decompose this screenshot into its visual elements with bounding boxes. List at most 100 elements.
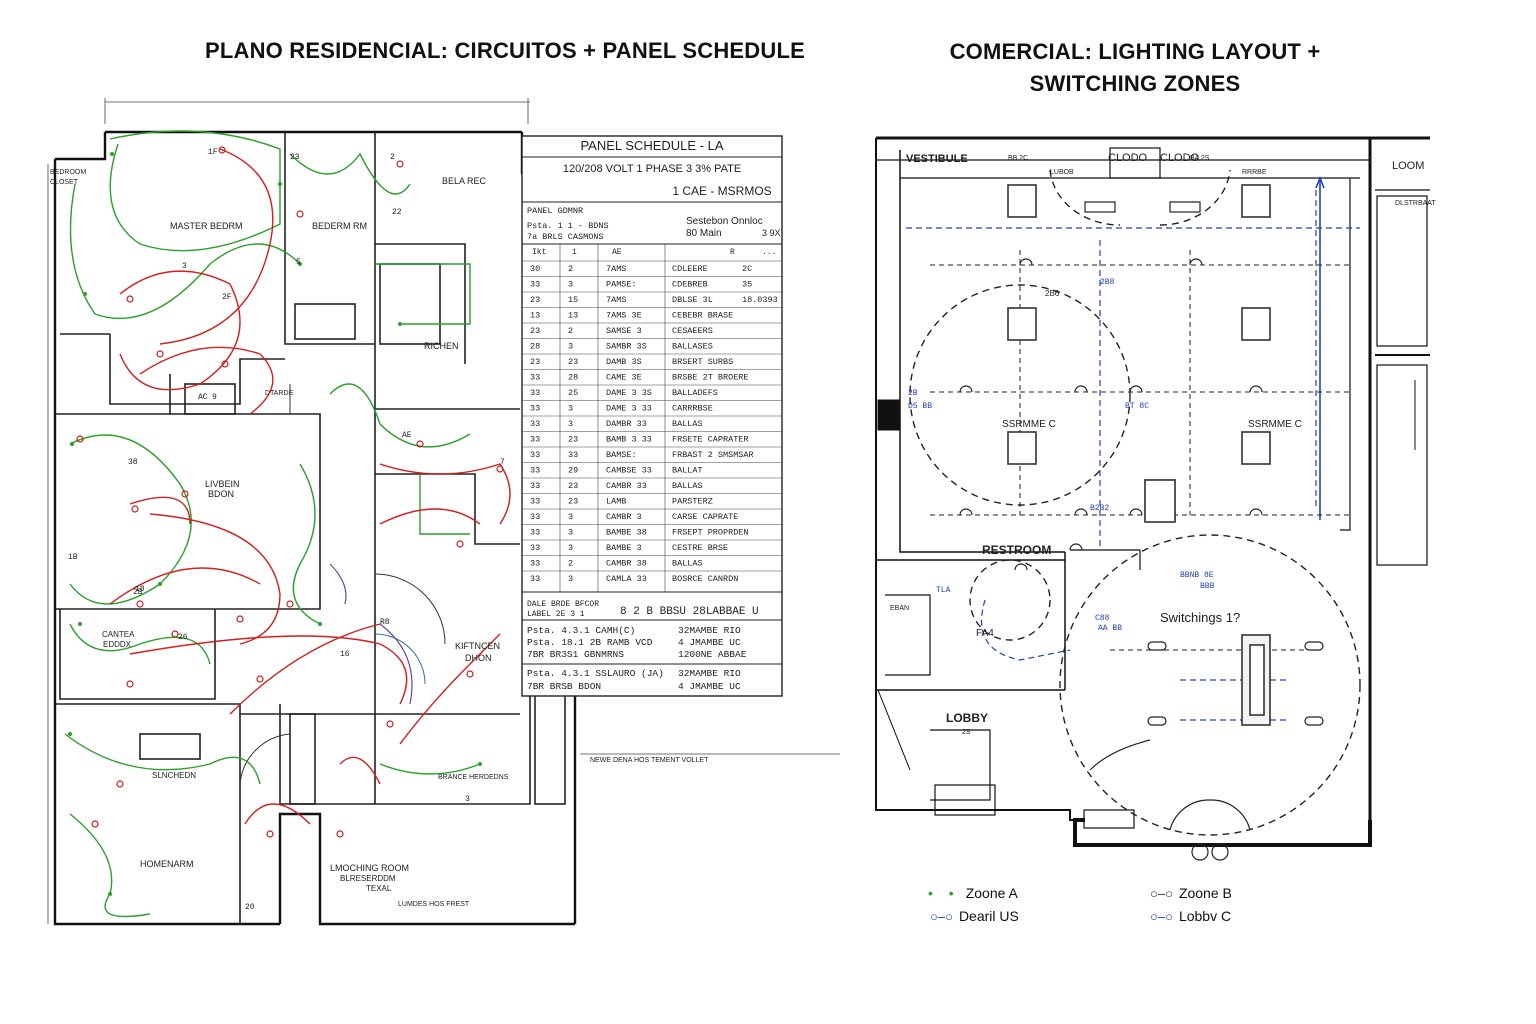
panel-header-cell: AE — [612, 248, 622, 257]
panel-foot-right: 4 JMAMBE UC — [678, 637, 741, 648]
switch-symbols — [68, 152, 482, 896]
panel-cell: 15 — [568, 295, 578, 305]
panel-cell: 23 — [568, 357, 578, 367]
panel-cell: 33 — [530, 574, 540, 584]
panel-cell: 33 — [530, 450, 540, 460]
panel-cell: 3 — [568, 512, 573, 522]
panel-cell: 3 — [568, 404, 573, 414]
panel-cell: BALLAS — [672, 419, 703, 429]
room-small-bath: SLNCHEDN — [152, 771, 196, 780]
red-circuits — [109, 148, 511, 825]
panel-foot-left: 7BR BRSB BDON — [527, 681, 601, 692]
panel-cell: FRBAST 2 SMSMSAR — [672, 450, 754, 460]
blue-zone-lines — [906, 190, 1360, 721]
panel-cell: CAMBR 3 — [606, 512, 642, 522]
panel-header-cell: R — [730, 248, 735, 257]
panel-cell: BAMSE: — [606, 450, 637, 460]
circuit-mark: TLA — [936, 586, 951, 595]
panel-cell: 7AMS — [606, 264, 626, 274]
dimension-note: NEWE DENA HOS TEMENT VOLLET — [590, 757, 709, 764]
light-fixtures — [1007, 184, 1271, 726]
panel-cell: PARSTERZ — [672, 497, 713, 507]
exterior-walls — [53, 130, 577, 926]
panel-info-right-2: 80 Main — [686, 228, 722, 239]
panel-cell: 28 — [568, 373, 578, 383]
legend-lobby-c-label: Lobbv C — [1178, 908, 1232, 924]
lobby-c-link-icon: ○–○ — [1150, 908, 1173, 924]
label-2b6: 2B6 — [1045, 289, 1060, 298]
panel-cell: FRSEPT PROPRDEN — [672, 528, 749, 538]
room-kitchen-2: KIFTNCEN — [455, 641, 500, 651]
panel-cell: PAMSE: — [606, 280, 637, 290]
panel-cell: DAME 3 33 — [606, 404, 652, 414]
residential-title: PLANO RESIDENCIAL: CIRCUITOS + PANEL SCH… — [204, 38, 805, 63]
panel-header-cell: 1 — [572, 248, 577, 257]
panel-foot-left: Psta. 18.1 2B RAMB VCD — [527, 637, 653, 648]
circuit-tag: 20 — [245, 903, 255, 912]
panel-cell: 23 — [530, 357, 540, 367]
panel-cell: 2 — [568, 559, 573, 569]
panel-cell: CARRRBSE — [672, 404, 713, 414]
top-note-2: RRRBE — [1242, 169, 1267, 176]
room-living-sub: BDON — [208, 489, 234, 499]
linear-fixtures — [1084, 201, 1324, 726]
dashed-grid — [930, 250, 1350, 651]
panel-cell: 3 — [568, 419, 573, 429]
circuit-tag: 2 — [390, 153, 395, 162]
legend-zone-a: • • Zoone A — [928, 885, 1018, 901]
door-swings — [239, 384, 446, 785]
room-dining-sub: EDDDX — [103, 640, 132, 649]
panel-cell: BALLADEFS — [672, 388, 718, 398]
panel-cell: 3 — [568, 280, 573, 290]
panel-rating: 1 CAE - MSRMOS — [672, 184, 771, 198]
panel-cell: BALLAT — [672, 466, 703, 476]
circuit-tag: 22 — [392, 208, 402, 217]
room-bedroom: BEDERM RM — [312, 221, 367, 231]
panel-cell: 33 — [530, 543, 540, 553]
panel-cell: DBLSE 3L — [672, 295, 713, 305]
switching-label: Switchings 1? — [1160, 610, 1240, 625]
legend-zone-b: ○–○ Zoone B — [1150, 885, 1232, 901]
panel-cell: 28 — [530, 342, 540, 352]
accent-circuits — [329, 563, 413, 705]
panel-subtitle: 120/208 VOLT 1 PHASE 3 3% PATE — [563, 163, 741, 175]
circuit-tag: 23 — [290, 153, 300, 162]
panel-foot-right: 4 JMAMBE UC — [678, 681, 741, 692]
circuit-tag: 5 — [296, 258, 301, 267]
panel-foot-left: Psta. 4.3.1 SSLAURO (JA) — [527, 668, 664, 679]
panel-info-left-2: Psta. 1 1 - BDNS — [527, 221, 609, 231]
panel-cell: DAME 3 3S — [606, 388, 652, 398]
circuit-mark: B2B2 — [1090, 504, 1109, 513]
panel-schedule: PANEL SCHEDULE - LA 120/208 VOLT 1 PHASE… — [521, 135, 783, 697]
panel-cell: CDEBREB — [672, 280, 708, 290]
panel-cell: CARSE CAPRATE — [672, 512, 738, 522]
commercial-title-line1: COMERCIAL: LIGHTING LAYOUT + — [949, 39, 1321, 64]
right-note: DLSTRBAAT — [1395, 200, 1436, 207]
commercial-title: COMERCIAL: LIGHTING LAYOUT + SWITCHING Z… — [890, 36, 1380, 100]
panel-cell: 7AMS — [606, 295, 626, 305]
blue-feeder — [1315, 175, 1325, 520]
panel-cell: 33 — [530, 497, 540, 507]
circuit-tag: 18 — [135, 585, 145, 594]
panel-cell: 23 — [530, 295, 540, 305]
panel-cell: BALLAS — [672, 481, 703, 491]
zone-c-left: SSRMME C — [1002, 419, 1056, 430]
room-master-bedroom: MASTER BEDRM — [170, 221, 243, 231]
room-kitchen: RICHEN — [424, 341, 459, 351]
residential-plan: MASTER BEDRM BEDERM RM BELA REC RICHEN L… — [47, 98, 840, 926]
commercial-room-labels: VESTIBULE CLODO CLODO LOOM RESTROOM LOBB… — [890, 152, 1436, 736]
panel-cell: 33 — [530, 435, 540, 445]
panel-cell: 33 — [530, 373, 540, 383]
blue-circuit-marks: 2B BT 8C C88 AA BB BBNB 8E D5 BB 2B8 TLA… — [908, 278, 1215, 633]
circuit-tag: 7 — [500, 458, 505, 467]
legend-zone-b-label: Zoone B — [1178, 885, 1232, 901]
panel-cell: 3 — [568, 543, 573, 553]
panel-cell: CAME 3E — [606, 373, 642, 383]
zone-c-right: SSRMME C — [1248, 419, 1302, 430]
panel-cell: 30 — [530, 264, 540, 274]
bottom-note: LUMDES HOS FREST — [398, 901, 470, 908]
label-bb: BB 2C — [1008, 155, 1028, 162]
residential-room-labels: MASTER BEDRM BEDERM RM BELA REC RICHEN L… — [50, 169, 709, 908]
circuit-tag: AE — [402, 431, 412, 440]
